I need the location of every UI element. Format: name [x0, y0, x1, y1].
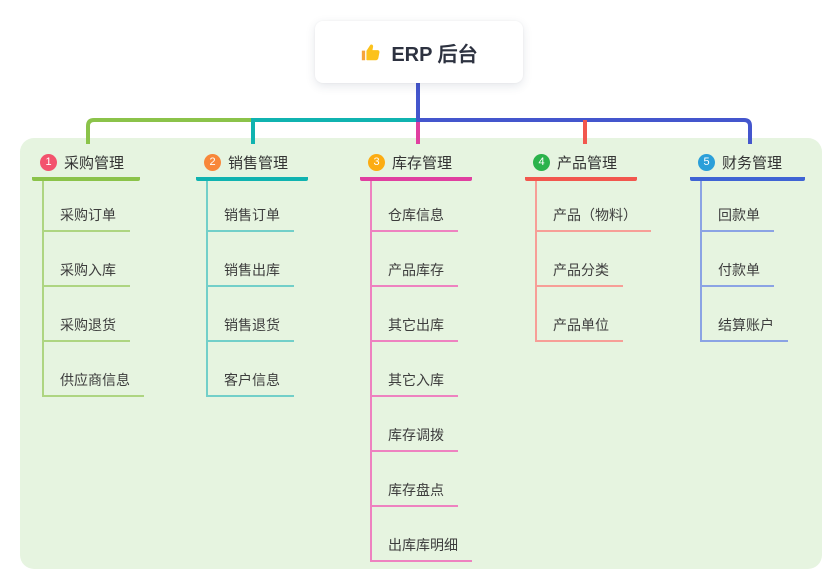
node-item[interactable]: 产品分类: [537, 232, 623, 287]
node-item[interactable]: 销售出库: [208, 232, 294, 287]
branch-number-badge: 5: [698, 154, 715, 171]
branch-title[interactable]: 3 库存管理: [360, 148, 472, 181]
branch-2: 2 销售管理销售订单销售出库销售退货客户信息: [196, 148, 308, 397]
node-item[interactable]: 采购订单: [44, 181, 130, 232]
branch-number-badge: 3: [368, 154, 385, 171]
branch-title-label: 销售管理: [228, 155, 289, 172]
node-item[interactable]: 出库库明细: [372, 507, 472, 562]
node-item[interactable]: 结算账户: [702, 287, 788, 342]
node-item[interactable]: 产品单位: [537, 287, 623, 342]
node-item[interactable]: 采购入库: [44, 232, 130, 287]
node-item[interactable]: 销售订单: [208, 181, 294, 232]
root-title: ERP 后台: [391, 43, 478, 66]
branch-items: 仓库信息产品库存其它出库其它入库库存调拨库存盘点出库库明细: [370, 181, 472, 562]
node-item[interactable]: 仓库信息: [372, 181, 458, 232]
node-item[interactable]: 付款单: [702, 232, 774, 287]
branch-items: 采购订单采购入库采购退货供应商信息: [42, 181, 144, 397]
connector-branch-2: [251, 118, 418, 144]
node-item[interactable]: 采购退货: [44, 287, 130, 342]
root-node[interactable]: ERP 后台: [315, 21, 523, 83]
branch-5: 5 财务管理回款单付款单结算账户: [690, 148, 805, 342]
connector-branch-1: [86, 118, 253, 144]
branch-title[interactable]: 2 销售管理: [196, 148, 308, 181]
node-item[interactable]: 回款单: [702, 181, 774, 232]
connector-root-and-branch-5: [416, 83, 752, 144]
node-item[interactable]: 销售退货: [208, 287, 294, 342]
node-item[interactable]: 产品库存: [372, 232, 458, 287]
branch-title-label: 库存管理: [392, 155, 453, 172]
branch-items: 回款单付款单结算账户: [700, 181, 788, 342]
node-item[interactable]: 库存调拨: [372, 397, 458, 452]
thumbs-up-icon: [360, 41, 382, 63]
branch-title[interactable]: 4 产品管理: [525, 148, 637, 181]
node-item[interactable]: 供应商信息: [44, 342, 144, 397]
node-item[interactable]: 库存盘点: [372, 452, 458, 507]
branch-title-label: 采购管理: [64, 155, 125, 172]
node-item[interactable]: 客户信息: [208, 342, 294, 397]
node-item[interactable]: 其它出库: [372, 287, 458, 342]
branch-number-badge: 1: [40, 154, 57, 171]
branch-1: 1 采购管理采购订单采购入库采购退货供应商信息: [32, 148, 144, 397]
branch-title-label: 产品管理: [557, 155, 618, 172]
branch-items: 销售订单销售出库销售退货客户信息: [206, 181, 294, 397]
node-item[interactable]: 产品（物料）: [537, 181, 651, 232]
branch-title[interactable]: 5 财务管理: [690, 148, 805, 181]
branch-number-badge: 4: [533, 154, 550, 171]
branch-3: 3 库存管理仓库信息产品库存其它出库其它入库库存调拨库存盘点出库库明细: [360, 148, 472, 562]
branch-items: 产品（物料）产品分类产品单位: [535, 181, 651, 342]
node-item[interactable]: 其它入库: [372, 342, 458, 397]
branch-title[interactable]: 1 采购管理: [32, 148, 140, 181]
branch-4: 4 产品管理产品（物料）产品分类产品单位: [525, 148, 651, 342]
branch-number-badge: 2: [204, 154, 221, 171]
branches-panel: [20, 138, 822, 569]
branch-title-label: 财务管理: [722, 155, 783, 172]
